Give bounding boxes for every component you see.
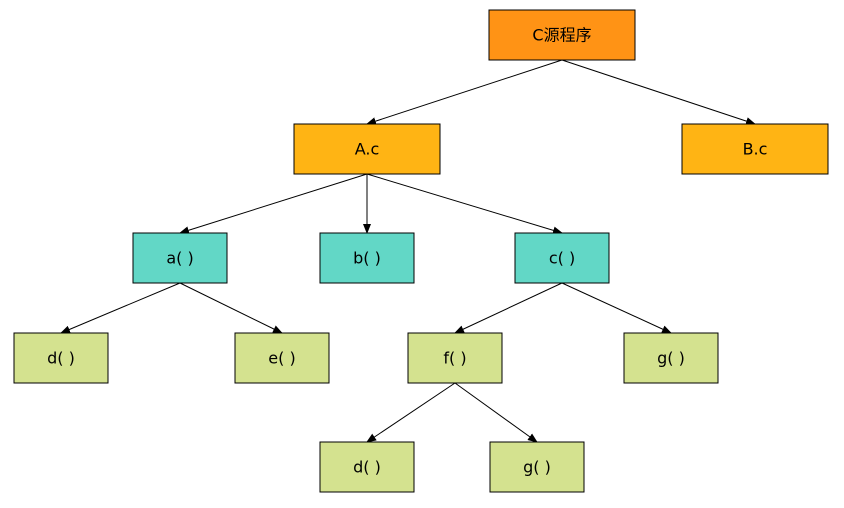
node-box (488, 9, 636, 61)
node-box (132, 232, 228, 284)
edge-f_fn-to-g_fn_2 (454, 382, 538, 443)
node-b-fn: b( ) (319, 232, 415, 284)
node-box (319, 441, 415, 493)
node-box (407, 332, 503, 384)
edge-a_fn-to-d_fn_1 (60, 282, 181, 334)
node-box (13, 332, 109, 384)
node-box (623, 332, 719, 384)
edges-layer (60, 59, 756, 443)
node-label: f( ) (443, 349, 466, 368)
node-box (514, 232, 610, 284)
edge-c_fn-to-g_fn_1 (561, 282, 672, 334)
node-d-fn-2: d( ) (319, 441, 415, 493)
node-label: c( ) (549, 249, 575, 268)
edge-root-to-a_c (366, 59, 563, 125)
node-box (489, 441, 585, 493)
nodes-layer: C源程序 A.c B.c a( ) b( ) c( ) d( ) e( ) f( ) g( ) d(… (13, 9, 829, 493)
node-g-fn-2: g( ) (489, 441, 585, 493)
node-d-fn-1: d( ) (13, 332, 109, 384)
node-label: C源程序 (532, 26, 591, 45)
node-e-fn: e( ) (234, 332, 330, 384)
node-label: A.c (355, 140, 380, 159)
node-a-fn: a( ) (132, 232, 228, 284)
node-a-c: A.c (293, 123, 441, 175)
edge-a_fn-to-e_fn (179, 282, 283, 334)
edge-root-to-b_c (561, 59, 756, 125)
node-g-fn-1: g( ) (623, 332, 719, 384)
node-root: C源程序 (488, 9, 636, 61)
node-label: e( ) (268, 349, 295, 368)
node-box (681, 123, 829, 175)
edge-a_c-to-c_fn (366, 173, 563, 235)
node-box (293, 123, 441, 175)
node-box (234, 332, 330, 384)
node-label: a( ) (166, 249, 193, 268)
edge-f_fn-to-d_fn_2 (366, 382, 456, 443)
node-b-c: B.c (681, 123, 829, 175)
edge-c_fn-to-f_fn (454, 282, 563, 334)
node-label: b( ) (353, 249, 381, 268)
node-f-fn: f( ) (407, 332, 503, 384)
node-label: B.c (743, 140, 768, 159)
node-label: g( ) (657, 349, 685, 368)
node-label: d( ) (353, 458, 381, 477)
node-label: g( ) (523, 458, 551, 477)
node-box (319, 232, 415, 284)
edge-a_c-to-a_fn (179, 173, 368, 235)
node-c-fn: c( ) (514, 232, 610, 284)
node-label: d( ) (47, 349, 75, 368)
